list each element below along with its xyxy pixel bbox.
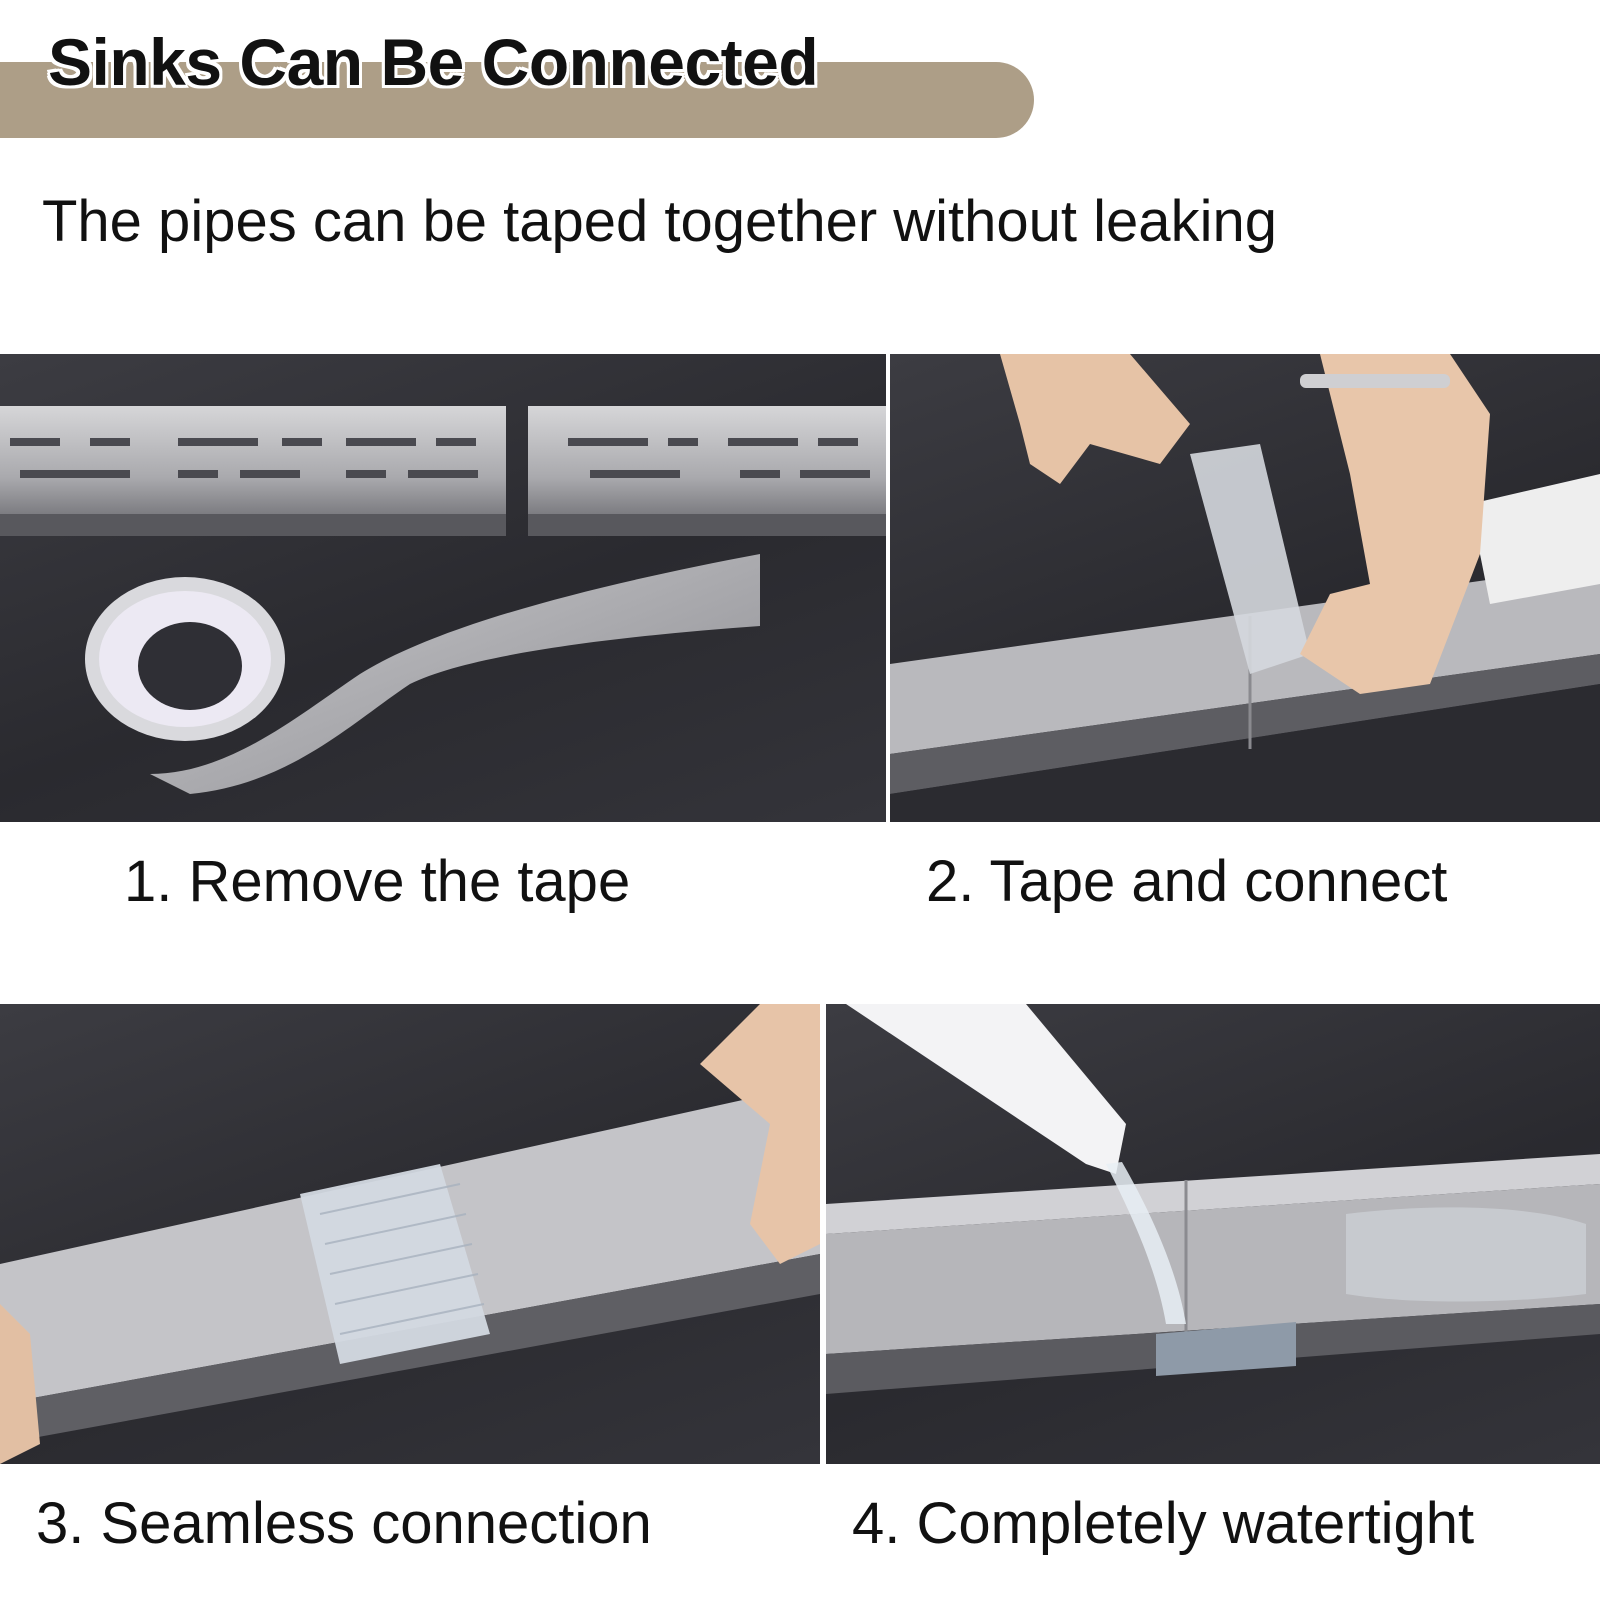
step-4-caption: 4. Completely watertight [852, 1491, 1475, 1556]
page-subtitle: The pipes can be taped together without … [42, 189, 1277, 254]
page-title: Sinks Can Be Connected [48, 25, 819, 99]
step-3-caption: 3. Seamless connection [36, 1491, 652, 1556]
step-2-photo [890, 354, 1600, 822]
step-4-photo [826, 1004, 1600, 1464]
title-banner [0, 62, 1034, 138]
step-3-photo [0, 1004, 820, 1464]
step-1-photo [0, 354, 886, 822]
step-1-caption: 1. Remove the tape [124, 849, 631, 914]
step-2-caption: 2. Tape and connect [926, 849, 1448, 914]
